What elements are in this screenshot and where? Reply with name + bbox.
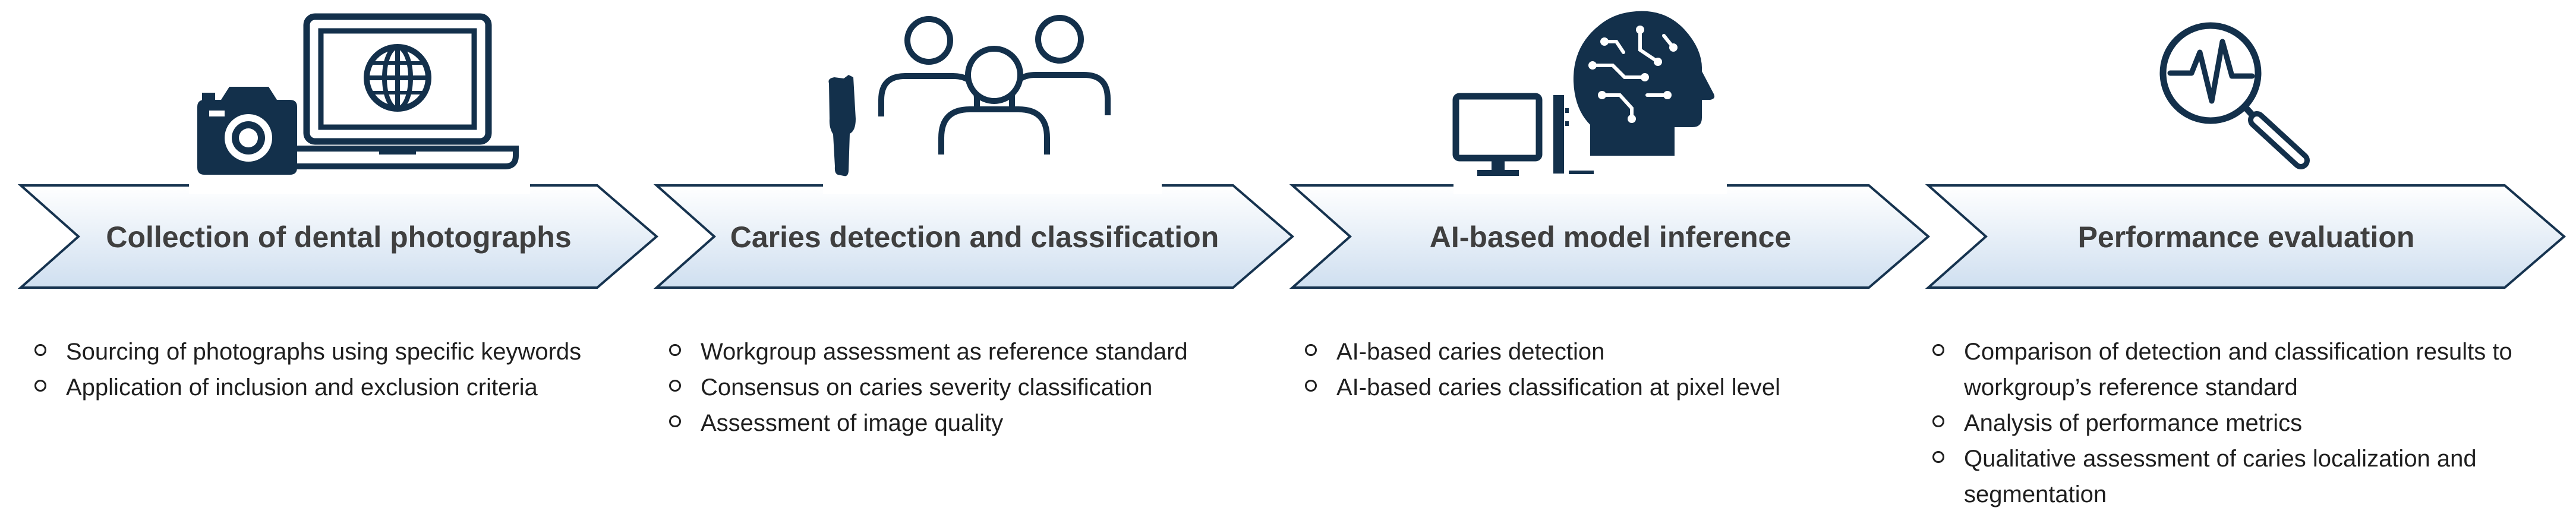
list-item: AI-based caries detection <box>1304 334 1922 370</box>
list-item: Analysis of performance metrics <box>1931 405 2549 441</box>
list-item: Qualitative assessment of caries localiz… <box>1931 441 2549 512</box>
list-item: Sourcing of photographs using specific k… <box>33 334 651 370</box>
list-item: Comparison of detection and classificati… <box>1931 334 2549 405</box>
stage-arrow-2 <box>653 184 1295 289</box>
list-item: AI-based caries classification at pixel … <box>1304 370 1922 405</box>
camera-icon <box>197 87 297 175</box>
desktop-computer-icon <box>1452 93 1594 176</box>
stage-3-bullets: AI-based caries detection AI-based carie… <box>1304 334 1922 405</box>
stage-2-bullets: Workgroup assessment as reference standa… <box>668 334 1286 441</box>
stage-arrow-1 <box>17 184 659 289</box>
stage-arrow-4 <box>1925 184 2566 289</box>
stage-arrow-3 <box>1289 184 1931 289</box>
stage-title-1: Collection of dental photographs <box>106 220 571 254</box>
stage-4-bullets: Comparison of detection and classificati… <box>1931 334 2549 512</box>
stage-title-4: Performance evaluation <box>2078 220 2415 254</box>
stage-title-2: Caries detection and classification <box>730 220 1219 254</box>
magnifier-pulse-icon <box>2159 22 2310 169</box>
group-of-people-icon <box>878 15 1111 155</box>
list-item: Application of inclusion and exclusion c… <box>33 370 651 405</box>
tooth-icon <box>828 75 856 176</box>
list-item: Assessment of image quality <box>668 405 1286 441</box>
list-item: Workgroup assessment as reference standa… <box>668 334 1286 370</box>
laptop-globe-icon <box>282 13 519 169</box>
ai-head-icon <box>1573 11 1715 156</box>
stage-title-3: AI-based model inference <box>1430 220 1792 254</box>
stage-1-bullets: Sourcing of photographs using specific k… <box>33 334 651 405</box>
list-item: Consensus on caries severity classificat… <box>668 370 1286 405</box>
